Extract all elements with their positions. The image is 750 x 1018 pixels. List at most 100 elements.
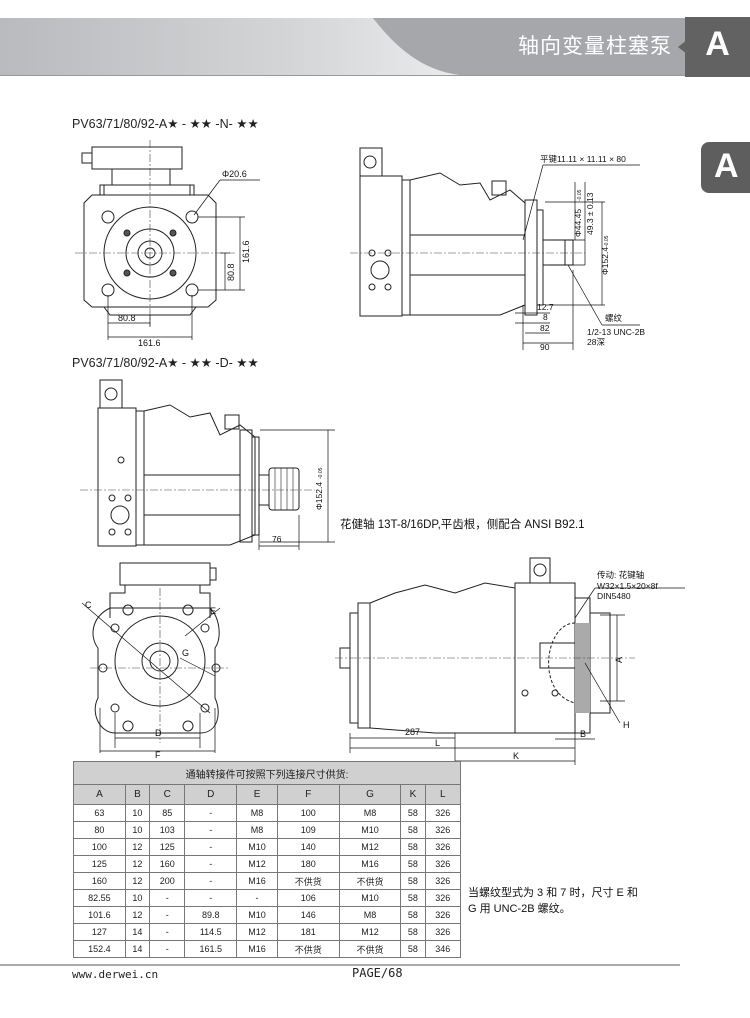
section-letter: A (705, 25, 730, 63)
table-cell: M8 (338, 906, 402, 924)
label-c: C (85, 600, 92, 610)
table-cell: M10 (338, 821, 402, 839)
table-cell: 152.4 (73, 940, 126, 958)
model-caption-n: PV63/71/80/92-A★ - ★★ -N- ★★ (72, 117, 259, 131)
side-view-key-shaft-drawing: 平键11.11 × 11.11 × 80 Φ44.45 -0.05 49.3 ±… (350, 147, 645, 352)
table-cell: M10 (338, 889, 402, 907)
table-cell: 200 (149, 872, 186, 890)
column-header-k: K (400, 784, 426, 805)
table-cell: 161.5 (184, 940, 238, 958)
dim-height-161: 161.6 (241, 240, 251, 263)
footer-url[interactable]: www.derwei.cn (72, 968, 159, 981)
dim-12-7: 12.7 (537, 302, 554, 312)
table-cell: 58 (400, 940, 426, 958)
table-cell: - (184, 855, 238, 873)
table-cell: 85 (149, 804, 186, 822)
table-cell: M8 (236, 821, 278, 839)
dim-76: 76 (272, 534, 282, 544)
table-cell: M12 (236, 923, 278, 941)
dim-key-height: 49.3 ± 0.13 (585, 192, 595, 235)
table-cell: 58 (400, 923, 426, 941)
table-cell: 12 (124, 906, 151, 924)
table-cell: 58 (400, 821, 426, 839)
front-view-drawing: Φ20.6 161.6 80.8 80.8 161.6 (75, 140, 260, 348)
table-cell: 326 (424, 838, 462, 856)
spline-note: 花健轴 13T-8/16DP,平齿根，侧配合 ANSI B92.1 (340, 519, 585, 531)
table-cell: 125 (149, 838, 186, 856)
table-cell: 63 (73, 804, 126, 822)
dim-90: 90 (540, 342, 550, 352)
drive-title: 传动: 花键轴 (597, 570, 644, 580)
table-cell: 不供货 (338, 872, 402, 890)
column-header-a: A (73, 784, 126, 805)
table-cell: 58 (400, 872, 426, 890)
banner-curve-shape (0, 18, 750, 76)
thread-note-line2: G 用 UNC-2B 螺纹。 (468, 903, 571, 915)
table-cell: M8 (338, 804, 402, 822)
table-cell: 14 (124, 940, 151, 958)
label-g: G (182, 648, 189, 658)
table-cell: 146 (276, 906, 340, 924)
rear-view-drawing: C E G D F (81, 562, 230, 760)
table-cell: 58 (400, 804, 426, 822)
column-header-d: D (184, 784, 238, 805)
banner-arrow-icon (678, 40, 687, 54)
table-cell: M16 (338, 855, 402, 873)
table-cell: 100 (73, 838, 126, 856)
table-cell: 不供货 (338, 940, 402, 958)
table-cell: M16 (236, 940, 278, 958)
table-cell: M10 (236, 906, 278, 924)
table-cell: 12 (124, 855, 151, 873)
table-cell: - (184, 838, 238, 856)
table-cell: 326 (424, 889, 462, 907)
thread-note-line1: 当螺纹型式为 3 和 7 时，尺寸 E 和 (468, 887, 638, 899)
table-cell: 10 (124, 889, 151, 907)
table-cell: 58 (400, 889, 426, 907)
dim-pilot-diameter: Φ152.4 (600, 247, 610, 275)
dim-82: 82 (540, 323, 550, 333)
table-cell: 160 (149, 855, 186, 873)
side-view-spline-shaft-drawing: Φ152.4 -0.05 76 (80, 379, 335, 550)
column-header-l: L (424, 784, 462, 805)
column-header-b: B (124, 784, 151, 805)
dim-width-80: 80.8 (118, 313, 136, 323)
table-cell: 58 (400, 906, 426, 924)
table-cell: - (236, 889, 278, 907)
table-cell: 82.55 (73, 889, 126, 907)
dim-h: H (623, 720, 630, 730)
table-cell: 不供货 (276, 940, 340, 958)
side-tab[interactable]: A (701, 142, 750, 193)
dim-hole-diameter: Φ20.6 (222, 169, 247, 179)
table-cell: M12 (338, 923, 402, 941)
thread-spec: 1/2-13 UNC-2B (587, 327, 645, 337)
drive-standard: DIN5480 (597, 591, 631, 601)
table-cell: M10 (236, 838, 278, 856)
table-cell: 180 (276, 855, 340, 873)
drive-spec: W32×1.5×20×8f (597, 581, 658, 591)
dim-pilot-diameter-d: Φ152.4 (314, 482, 324, 510)
table-cell: 101.6 (73, 906, 126, 924)
column-header-e: E (236, 784, 278, 805)
table-cell: - (184, 889, 238, 907)
dim-pilot-tolerance-d: -0.05 (318, 467, 324, 479)
table-cell: 181 (276, 923, 340, 941)
footer-divider (0, 964, 680, 966)
table-cell: M16 (236, 872, 278, 890)
label-e: E (210, 606, 216, 616)
table-cell: 10 (124, 804, 151, 822)
dim-b: B (580, 729, 586, 739)
table-cell: 100 (276, 804, 340, 822)
table-cell: 10 (124, 821, 151, 839)
column-header-c: C (149, 784, 186, 805)
table-cell: 346 (424, 940, 462, 958)
table-cell: 89.8 (184, 906, 238, 924)
table-cell: - (149, 923, 186, 941)
